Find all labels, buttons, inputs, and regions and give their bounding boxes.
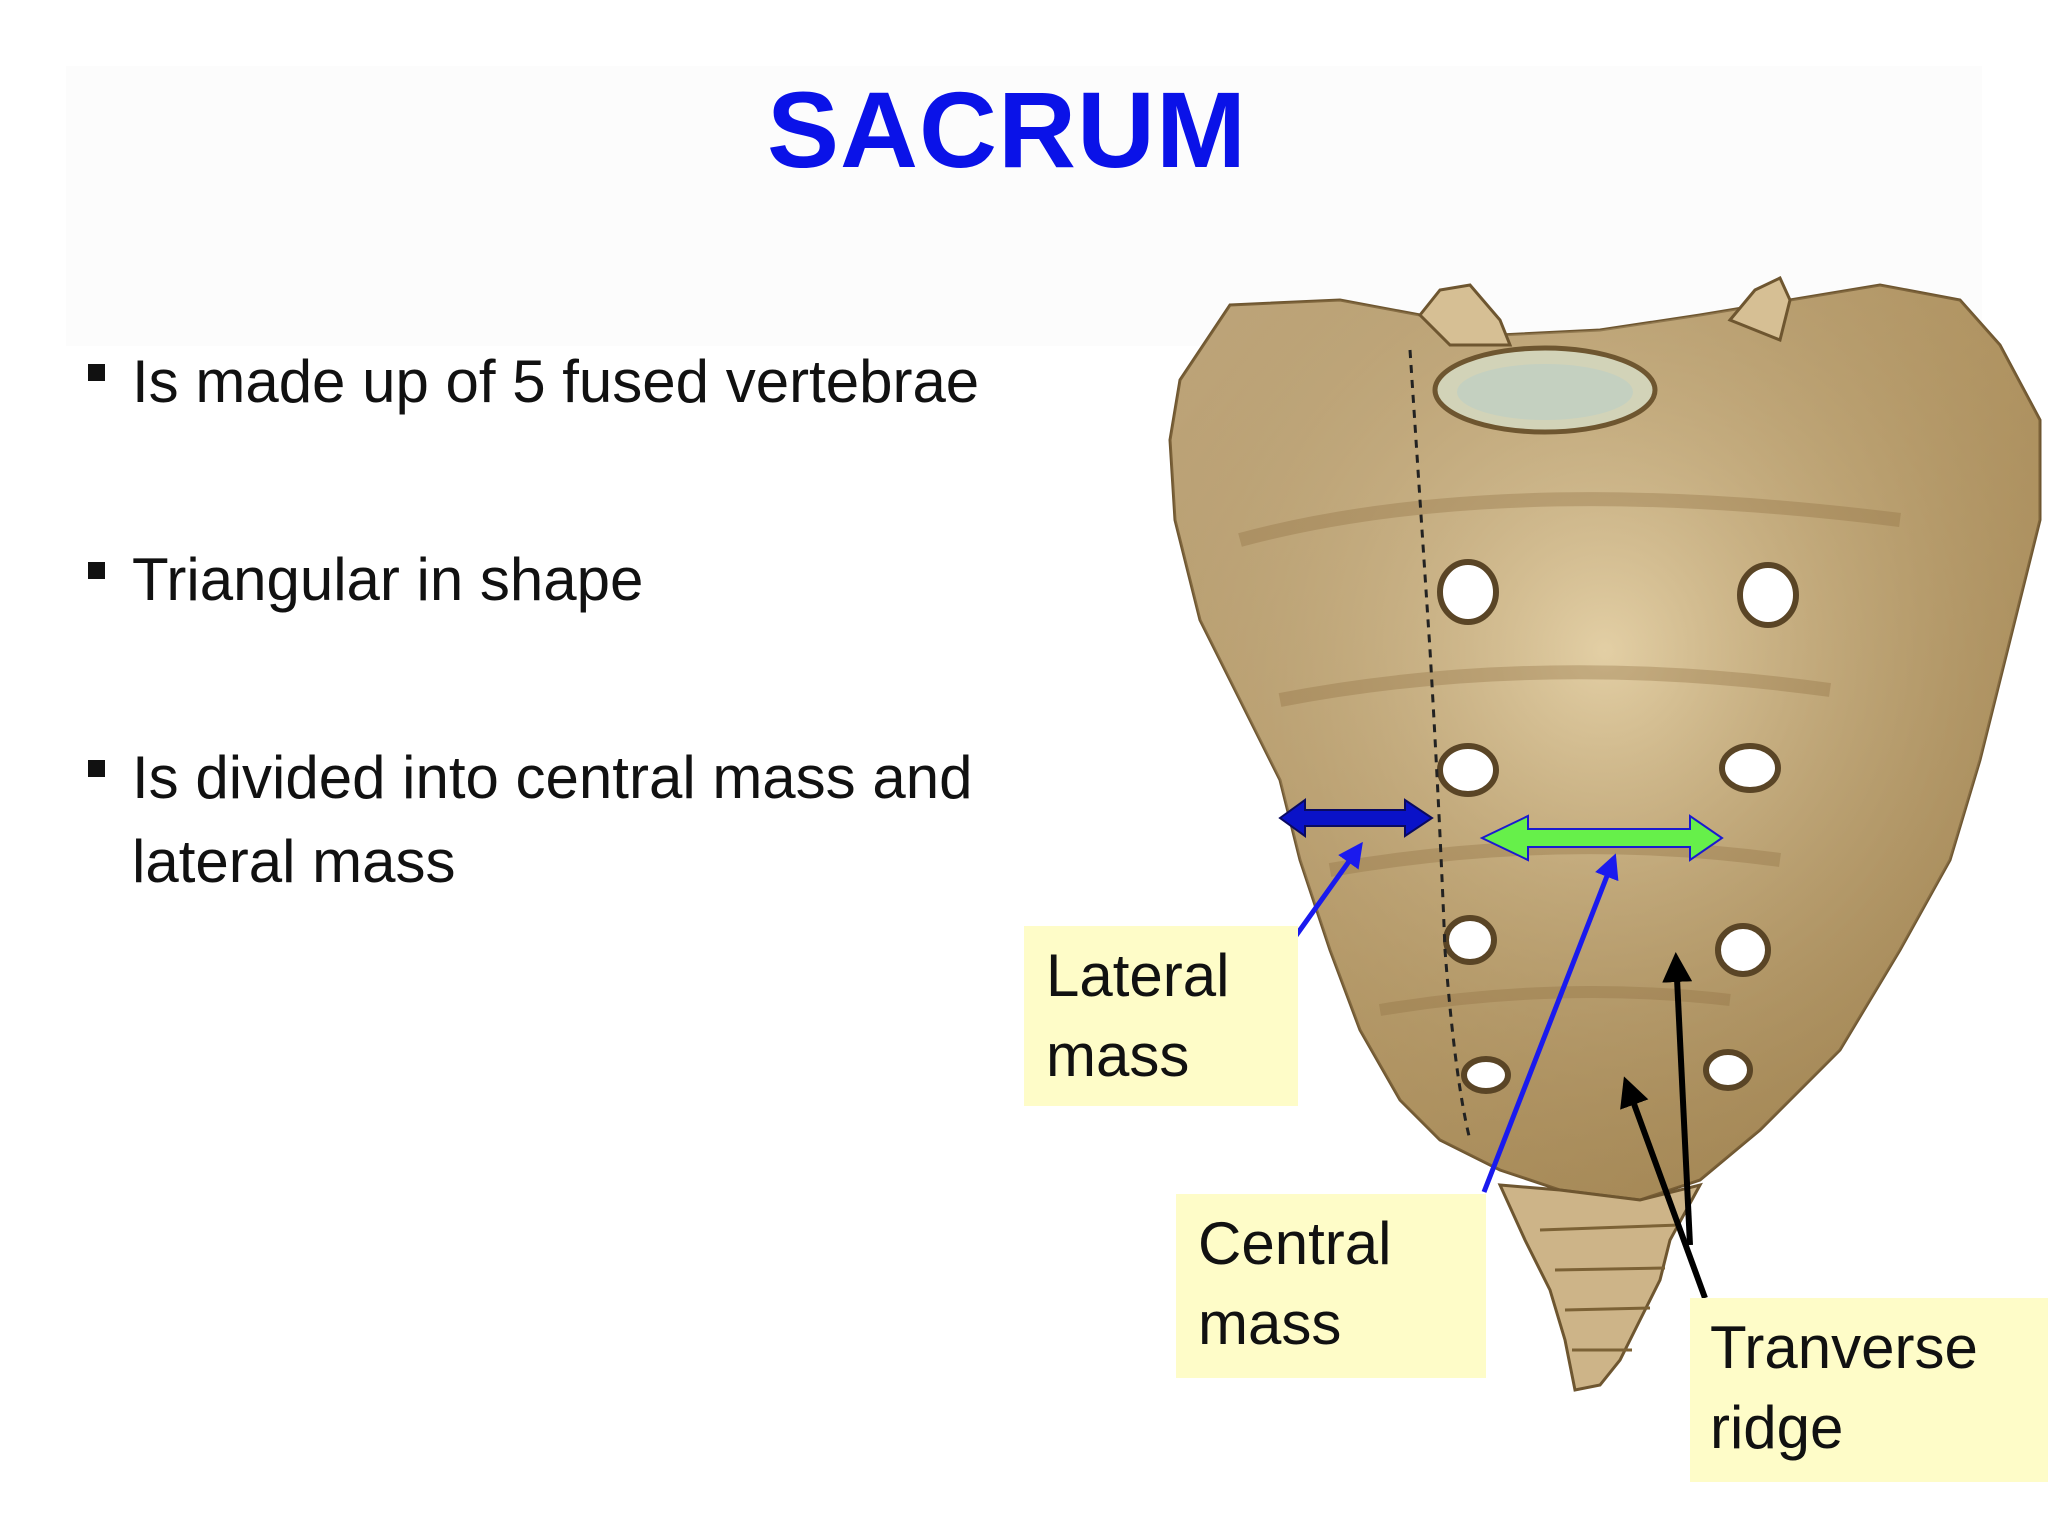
foramen	[1715, 923, 1771, 977]
bullet-text: Triangular in shape	[132, 546, 644, 613]
title-band	[66, 66, 1982, 346]
bullet-item: Is made up of 5 fused vertebrae	[80, 340, 1140, 424]
foramen	[1719, 743, 1781, 793]
foramen	[1737, 562, 1799, 628]
dividing-line	[1408, 349, 1472, 1141]
label-line: Central	[1198, 1210, 1392, 1277]
foramen	[1461, 1056, 1511, 1094]
transverse-ridge-pointer	[1620, 1076, 1708, 1300]
label-line: mass	[1198, 1290, 1342, 1357]
coccyx	[1497, 1182, 1703, 1392]
bullet-item: Is divided into central mass and lateral…	[80, 736, 1140, 904]
lateral-mass-arrow	[1278, 798, 1434, 838]
central-mass-pointer	[1481, 853, 1619, 1193]
label-transverse-ridge: Tranverse ridge	[1690, 1298, 2048, 1482]
label-line: ridge	[1710, 1394, 1844, 1461]
label-line: Tranverse	[1710, 1314, 1978, 1381]
foramen	[1443, 915, 1497, 965]
foramen	[1703, 1049, 1753, 1091]
label-line: mass	[1046, 1022, 1190, 1089]
bullet-text: Is divided into central mass and lateral…	[132, 744, 973, 895]
foramen	[1437, 743, 1499, 797]
articular-process-left	[1417, 283, 1513, 347]
bullet-marker	[88, 364, 105, 381]
bullet-marker	[88, 760, 105, 777]
articular-process-right	[1727, 275, 1792, 343]
lateral-mass-pointer	[1292, 841, 1363, 939]
central-mass-arrow	[1479, 814, 1724, 862]
label-line: Lateral	[1046, 942, 1230, 1009]
bullet-item: Triangular in shape	[80, 538, 1140, 622]
bullet-list: Is made up of 5 fused vertebrae Triangul…	[80, 340, 1140, 904]
label-lateral-mass: Lateral mass	[1024, 926, 1298, 1106]
label-central-mass: Central mass	[1176, 1194, 1486, 1378]
bullet-text: Is made up of 5 fused vertebrae	[132, 348, 980, 415]
bullet-marker	[88, 562, 105, 579]
foramen	[1437, 559, 1499, 625]
transverse-ridge-pointer	[1662, 952, 1693, 1246]
slide-title: SACRUM	[767, 69, 1247, 190]
